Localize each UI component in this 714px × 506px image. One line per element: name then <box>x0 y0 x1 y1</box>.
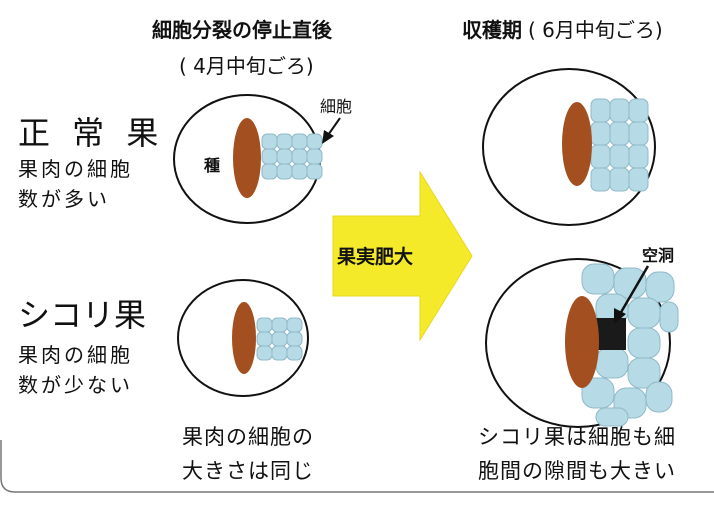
growth-arrow-label: 果実肥大 <box>337 246 414 268</box>
cavity-pointer-line <box>618 265 650 315</box>
cell-label: 細胞 <box>320 97 353 116</box>
shikori-title: シコリ果 <box>18 296 147 334</box>
cell-pointer-head <box>322 130 334 144</box>
right-caption-line2: 胞間の隙間も大きい <box>478 459 676 483</box>
cavity-pointer-head <box>614 308 626 324</box>
frame-border <box>0 440 714 493</box>
shikori-harvest-seed <box>565 296 599 388</box>
shikori-early-seed <box>232 302 256 374</box>
normal-title: 正 常 果 <box>18 114 165 152</box>
shikori-harvest-cells <box>581 263 679 427</box>
normal-desc-line1: 果肉の細胞 <box>18 157 133 181</box>
normal-early-cells <box>261 133 323 180</box>
right-header-sub: ( 6月中旬ごろ) <box>528 18 663 42</box>
left-caption-line2: 大きさは同じ <box>182 459 314 483</box>
shikori-desc-line1: 果肉の細胞 <box>18 343 133 367</box>
normal-desc-line2: 数が多い <box>18 187 110 211</box>
right-caption-line1: シコリ果は細胞も細 <box>478 425 676 449</box>
seed-label: 種 <box>204 156 221 175</box>
left-header-title: 細胞分裂の停止直後 <box>152 18 332 42</box>
normal-early-seed <box>233 118 261 198</box>
shikori-early-cells <box>256 317 303 361</box>
right-header-title: 収穫期 <box>462 18 522 42</box>
normal-harvest-seed <box>562 102 592 186</box>
left-caption-line1: 果肉の細胞の <box>182 425 314 449</box>
normal-harvest-cells <box>590 98 649 192</box>
growth-arrow <box>332 170 473 342</box>
left-header-sub: ( 4月中旬ごろ) <box>179 54 314 78</box>
cavity-label: 空洞 <box>642 246 675 265</box>
shikori-desc-line2: 数が少ない <box>18 373 133 397</box>
